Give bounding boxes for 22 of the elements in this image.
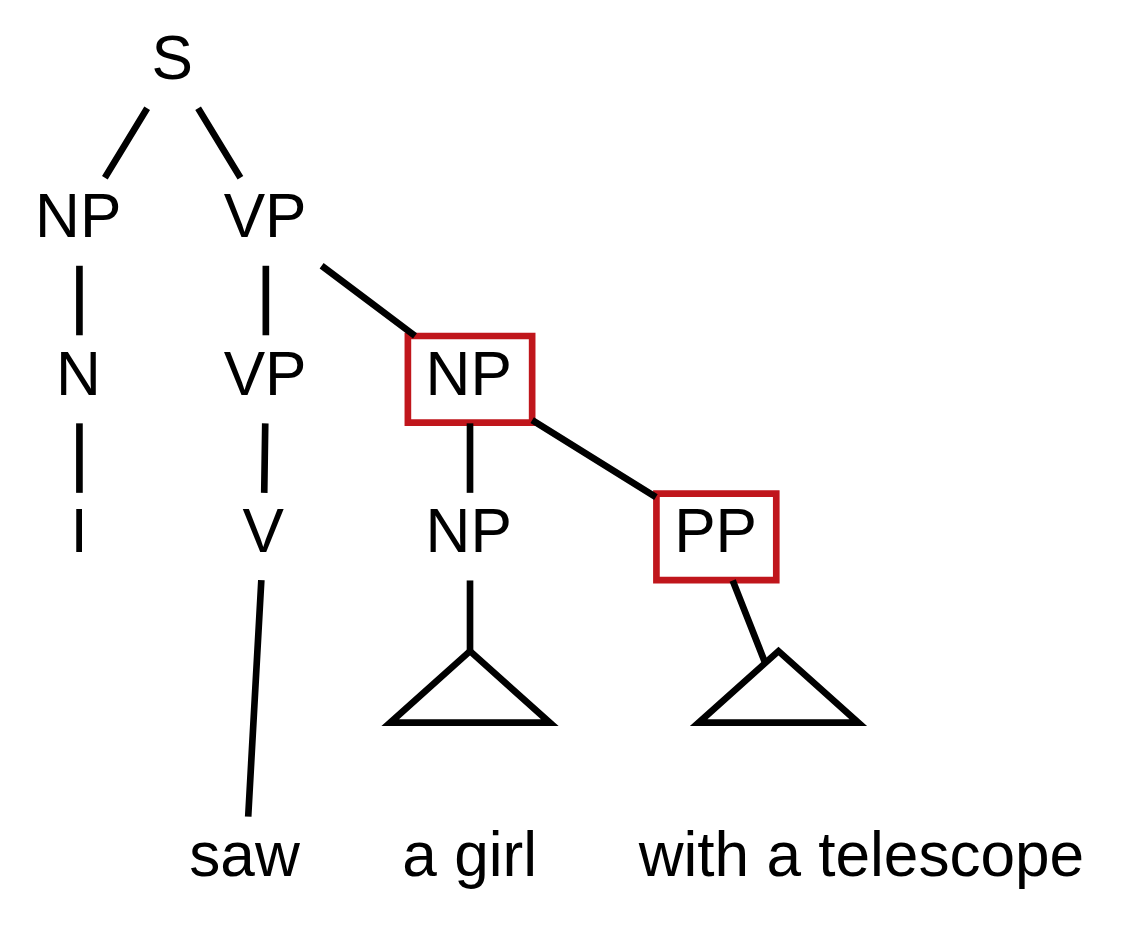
connector	[76, 265, 83, 336]
connector	[530, 417, 658, 500]
node-text: VP	[223, 181, 307, 251]
connector	[729, 579, 769, 664]
node-triangle	[689, 646, 868, 727]
node-text: saw	[189, 820, 300, 890]
node-text: a girl	[402, 820, 537, 890]
node-text: S	[151, 23, 193, 93]
node-text: I	[70, 496, 88, 566]
node-box: NP	[404, 332, 536, 426]
node-text: N	[56, 338, 101, 408]
connector	[262, 265, 270, 336]
node-text: NP	[425, 496, 512, 566]
connector	[466, 580, 474, 652]
node-text: NP	[35, 181, 122, 251]
node-text: V	[242, 496, 284, 566]
connector	[319, 263, 417, 339]
node-text: with a telescope	[638, 820, 1085, 890]
node-box: PP	[653, 490, 780, 584]
node-text: VP	[223, 338, 307, 408]
connector	[102, 106, 150, 180]
connector	[195, 106, 244, 180]
